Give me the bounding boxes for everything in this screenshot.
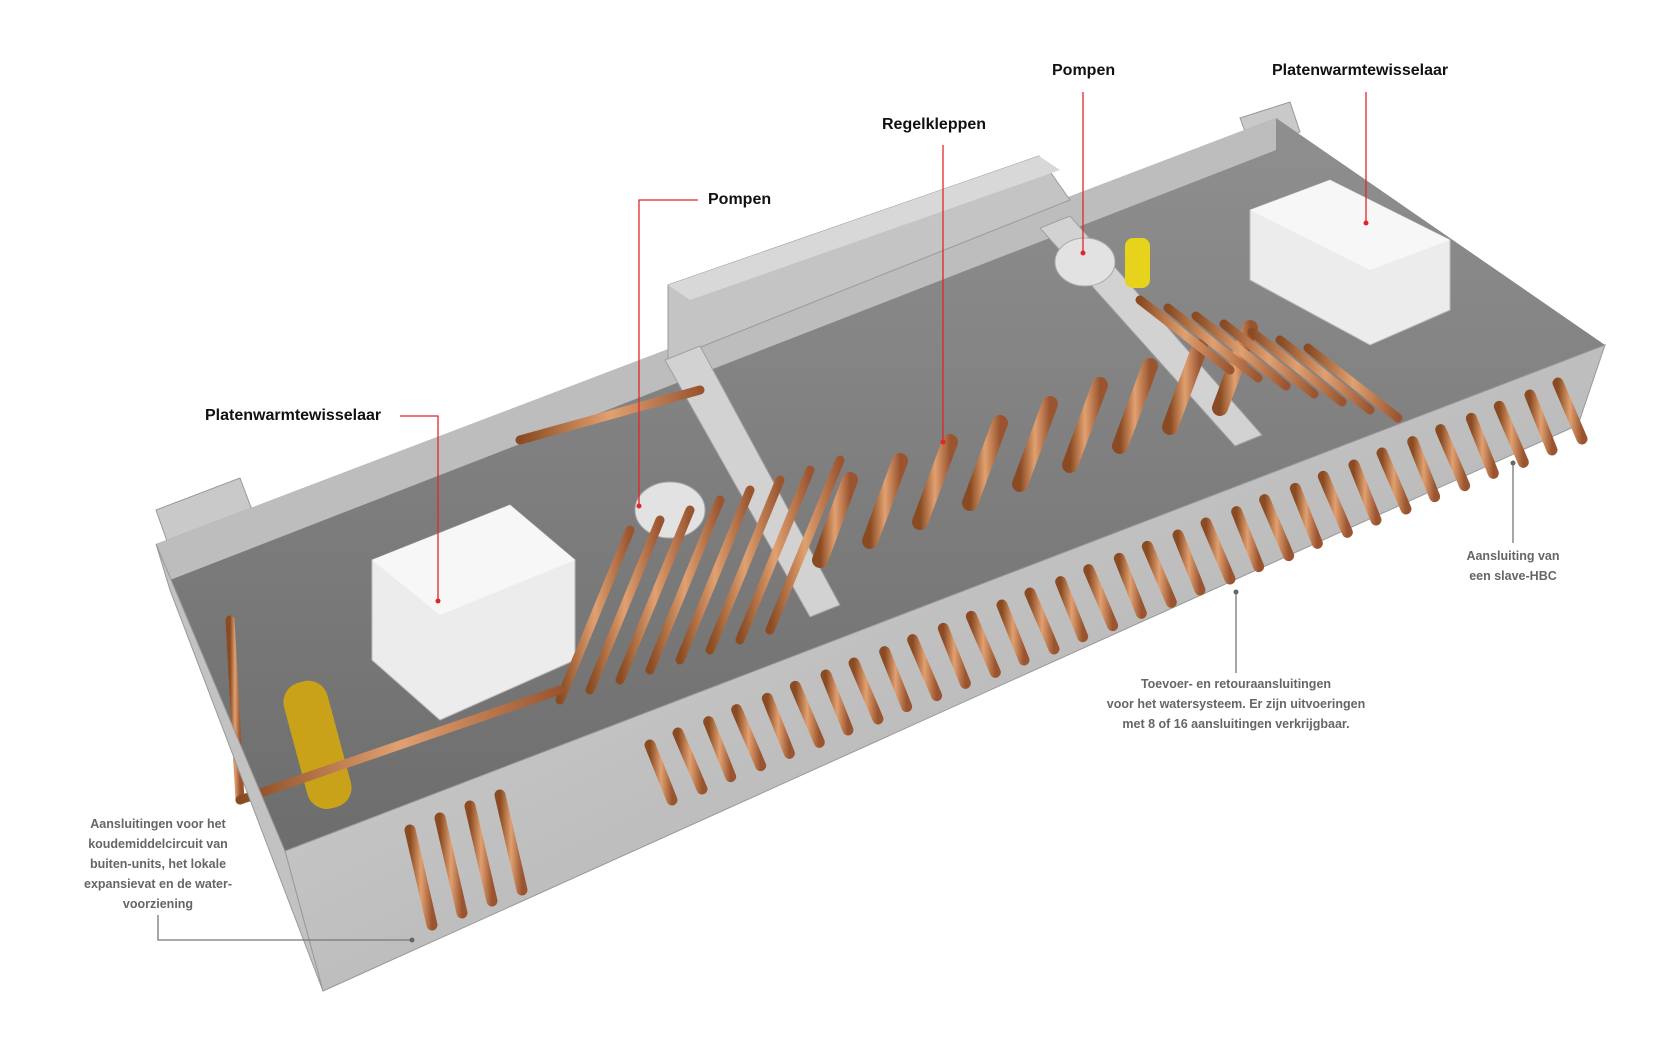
control-valve-pipe [1012,396,1058,492]
control-valve-pipe [862,453,908,549]
internal-pipe [675,485,755,665]
water-connection-pipe [1407,436,1441,503]
water-connection-pipe [761,692,795,759]
water-connection-pipe [1172,529,1206,596]
water-connection-pipe [1113,552,1147,619]
water-connection-pipe [1465,412,1499,479]
water-connection-pipe [1259,494,1295,562]
control-valve-pipe [962,415,1008,511]
water-connections [404,377,1588,931]
water-connection-pipe [1289,482,1323,549]
internal-pipe [515,385,705,445]
internal-pipe [645,495,725,675]
internal-pipe [1191,311,1291,391]
refrigerant-connection-pipe [434,812,468,919]
control-valve-pipe [912,434,958,530]
water-connection-pipe [879,646,913,713]
refrigerant-connection-pipe [464,800,498,907]
water-connection-pipe [731,704,767,772]
internal-pipe [1163,303,1263,383]
callout-dot [1363,220,1369,226]
callout-line-koudemiddel [157,915,412,941]
internal-pipe [735,465,815,645]
refrigerant-connection-pipe [404,824,438,931]
control-valve-pipe [1112,358,1158,454]
label-pompen-right: Pompen [1052,62,1116,79]
water-connection-pipe [1083,564,1119,632]
control-valve-pipe [1162,339,1208,435]
label-platenwarmtewisselaar-left: Platenwarmtewisselaar [205,407,382,424]
plate-heat-exchanger-left [371,504,576,721]
callout-line-platen-left [400,415,439,601]
water-connection-pipe [907,634,943,702]
callout-dot [409,937,415,943]
callout-dot [1233,589,1239,595]
note-toevoer-retour: Toevoer- en retouraansluitingen voor het… [1106,677,1366,731]
water-connection-pipe [1493,400,1529,468]
internal-pipe [1247,327,1347,407]
water-connection-pipe [848,657,884,725]
water-connection-pipe [937,622,971,689]
water-connection-pipe [1055,576,1089,643]
pump-right [1054,237,1116,287]
expansion-vessel [283,680,352,809]
control-valve-pipe [812,472,858,568]
water-connection-pipe [703,716,737,783]
water-connection-pipe [1317,470,1353,538]
water-connection-pipe [1376,447,1412,515]
callout-dot [940,439,946,445]
internal-pipe [1303,343,1403,423]
water-connection-pipe [996,599,1030,666]
internal-pipe [765,455,845,635]
label-regelkleppen: Regelkleppen [882,116,987,133]
yellow-valve [1125,238,1150,288]
water-connection-pipe [672,727,708,795]
back-wall [156,118,1276,580]
internal-pipe [1135,295,1235,375]
callout-line-pompen-left [638,199,698,506]
water-connection-pipe [1024,587,1060,655]
callout-dot [1510,460,1516,466]
callouts [157,92,1516,943]
internal-pipe [1219,319,1319,399]
internal-copper-pipes [225,295,1403,805]
water-connection-pipe [1348,459,1382,526]
water-connection-pipe [1524,389,1558,456]
water-connection-pipe [1231,506,1265,573]
note-slave-hbc: Aansluiting van een slave-HBC [1466,549,1560,583]
refrigerant-connection-pipe [494,789,528,896]
control-box-top [668,156,1060,300]
water-connection-pipe [965,610,1001,678]
label-pompen-left: Pompen [708,191,772,208]
plate-heat-exchanger-right [1249,179,1451,346]
internal-pipe [615,505,695,685]
label-platenwarmtewisselaar-right: Platenwarmtewisselaar [1272,62,1449,79]
control-valve-pipe [1062,377,1108,473]
water-connection-pipe [1552,377,1588,445]
control-box-front [667,155,1071,361]
left-end-plate [155,543,324,992]
callout-dot [435,598,441,604]
water-connection-pipe [789,680,825,748]
note-koudemiddel: Aansluitingen voor het koudemiddelcircui… [84,817,232,911]
water-connection-pipe [820,669,854,736]
water-connection-pipe [1141,540,1177,608]
internal-pipe [1275,335,1375,415]
internal-pipe [235,685,565,805]
water-connection-pipe [644,739,678,806]
internal-pipe [585,515,665,695]
internal-pipe [705,475,785,655]
water-connection-pipe [1200,517,1236,585]
water-connection-pipe [1435,424,1471,492]
internal-pipe [555,525,635,705]
callout-dot [1080,250,1086,256]
callout-dot [636,503,642,509]
